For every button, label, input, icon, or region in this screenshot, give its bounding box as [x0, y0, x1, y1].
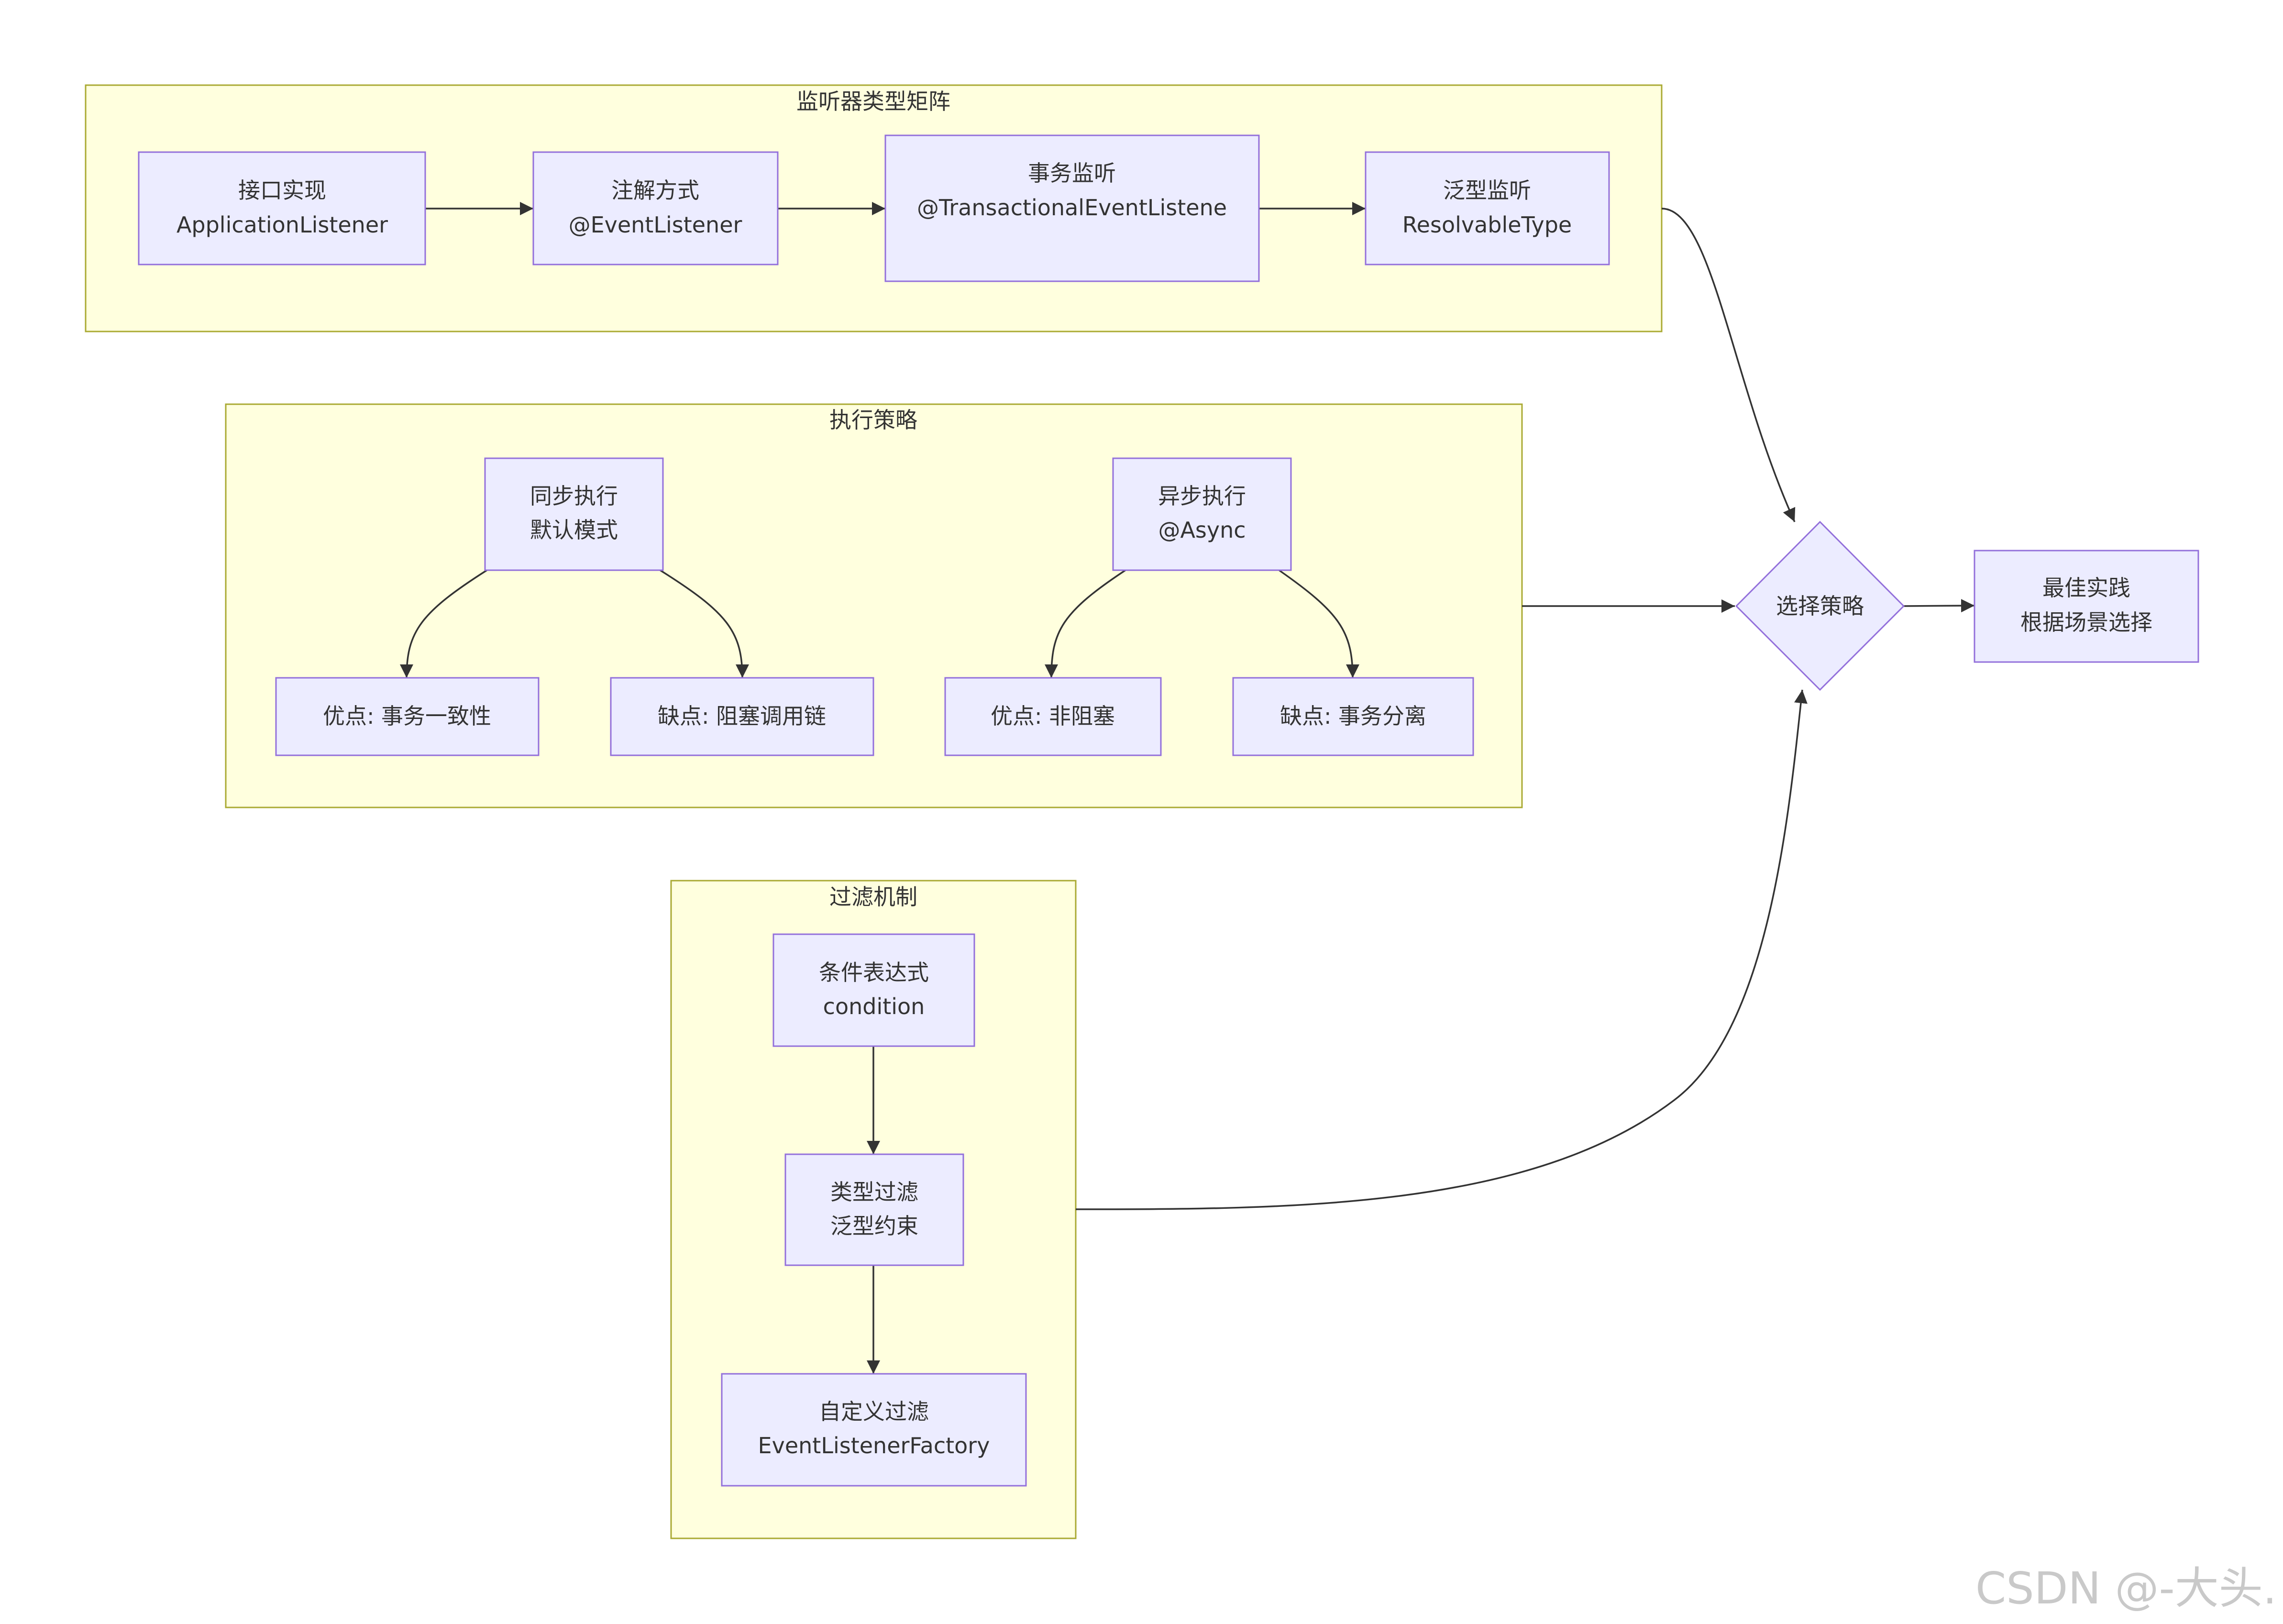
cluster-title-matrix: 监听器类型矩阵: [796, 88, 950, 114]
edge-async-to-pro: [1045, 569, 1126, 678]
edge-sync-to-con: [660, 569, 749, 678]
cluster-title-filter: 过滤机制: [829, 884, 917, 910]
node-sync-con: 缺点: 阻塞调用链: [610, 677, 874, 756]
node-async-pro-label: 优点: 非阻塞: [991, 703, 1115, 729]
node-interface-impl-title: 接口实现: [238, 177, 326, 203]
node-transactional-subtitle: @TransactionalEventListene: [917, 195, 1227, 221]
node-async-pro: 优点: 非阻塞: [944, 677, 1162, 756]
node-choose-strategy-label: 选择策略: [1776, 593, 1864, 619]
node-generic: 泛型监听 ResolvableType: [1365, 151, 1610, 265]
node-type-filter-title: 类型过滤: [830, 1179, 918, 1205]
edge-async-to-con: [1278, 569, 1359, 678]
node-custom-filter-subtitle: EventListenerFactory: [758, 1433, 990, 1458]
node-condition-title: 条件表达式: [819, 960, 929, 985]
node-sync-subtitle: 默认模式: [530, 517, 618, 543]
node-condition-subtitle: condition: [823, 994, 925, 1019]
node-sync-title: 同步执行: [530, 483, 618, 509]
node-sync-con-label: 缺点: 阻塞调用链: [658, 703, 826, 729]
node-interface-impl: 接口实现 ApplicationListener: [138, 151, 426, 265]
node-sync-pro: 优点: 事务一致性: [275, 677, 540, 756]
node-async: 异步执行 @Async: [1112, 457, 1292, 571]
node-async-subtitle: @Async: [1158, 517, 1246, 543]
node-async-title: 异步执行: [1158, 483, 1246, 509]
node-best-practice-title: 最佳实践: [2042, 575, 2130, 601]
watermark: CSDN @-大头.: [1975, 1563, 2277, 1614]
node-generic-subtitle: ResolvableType: [1402, 212, 1572, 238]
node-annotation: 注解方式 @EventListener: [532, 151, 779, 265]
cluster-title-strategy: 执行策略: [829, 407, 917, 433]
node-type-filter: 类型过滤 泛型约束: [784, 1153, 964, 1266]
node-custom-filter-title: 自定义过滤: [819, 1399, 929, 1425]
edges: [400, 202, 1975, 1374]
node-sync-pro-label: 优点: 事务一致性: [323, 703, 491, 729]
node-generic-title: 泛型监听: [1443, 177, 1531, 203]
node-async-con: 缺点: 事务分离: [1232, 677, 1474, 756]
edge-sync-to-pro: [400, 569, 487, 678]
node-annotation-title: 注解方式: [611, 177, 699, 203]
node-annotation-subtitle: @EventListener: [569, 212, 742, 238]
edge-filter-to-choose: [1075, 689, 1808, 1210]
node-sync: 同步执行 默认模式: [484, 457, 664, 571]
node-best-practice-subtitle: 根据场景选择: [2020, 609, 2152, 635]
edge-matrix-to-choose: [1661, 208, 1796, 522]
node-transactional: 事务监听 @TransactionalEventListene: [884, 134, 1260, 282]
node-interface-impl-subtitle: ApplicationListener: [176, 212, 388, 238]
node-type-filter-subtitle: 泛型约束: [830, 1213, 918, 1239]
node-choose-strategy: 选择策略: [1735, 520, 1905, 691]
node-condition: 条件表达式 condition: [772, 933, 975, 1047]
node-async-con-label: 缺点: 事务分离: [1280, 703, 1426, 729]
node-best-practice: 最佳实践 根据场景选择: [1974, 550, 2199, 663]
node-custom-filter: 自定义过滤 EventListenerFactory: [721, 1373, 1027, 1487]
node-transactional-title: 事务监听: [1028, 160, 1116, 186]
